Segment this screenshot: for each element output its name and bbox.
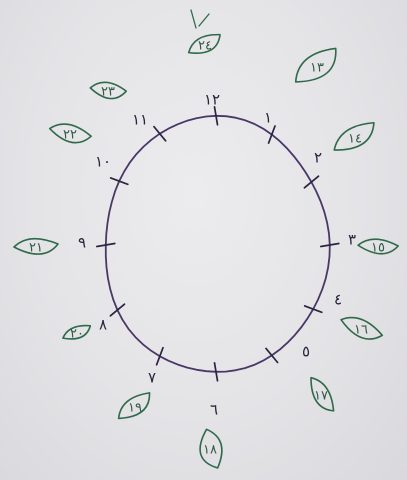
leaf-stem bbox=[191, 10, 209, 28]
hour-label: ٨ bbox=[99, 316, 107, 334]
hour-tick bbox=[305, 306, 322, 312]
hour-tick bbox=[266, 348, 278, 362]
leaf-label: ٢١ bbox=[29, 241, 43, 256]
leaf-label: ١٦ bbox=[354, 323, 368, 338]
leaf-label: ١٩ bbox=[128, 401, 142, 416]
hour-label: ٢ bbox=[314, 149, 322, 167]
hour-tick bbox=[157, 348, 163, 365]
leaf-label: ٢٣ bbox=[101, 85, 115, 100]
hour-label: ١٠ bbox=[95, 153, 111, 171]
hour-label: ٣ bbox=[348, 231, 356, 249]
leaf-label: ١٣ bbox=[310, 61, 324, 76]
leaf-label: ١٨ bbox=[203, 443, 217, 458]
hour-tick bbox=[304, 176, 318, 188]
leaf-label: ١٤ bbox=[348, 132, 362, 147]
hour-label: ١ bbox=[264, 109, 272, 127]
hour-label: ١٢ bbox=[204, 91, 220, 109]
hour-label: ٧ bbox=[148, 369, 156, 387]
clock-circle bbox=[106, 116, 330, 372]
hour-tick bbox=[154, 127, 166, 141]
hour-tick bbox=[110, 304, 124, 316]
hour-label: ٥ bbox=[302, 343, 310, 361]
leaf-label: ٢٤ bbox=[198, 39, 212, 54]
hour-label: ٦ bbox=[210, 401, 218, 419]
hour-tick bbox=[269, 126, 275, 143]
leaf-label: ٢٠ bbox=[70, 327, 84, 342]
leaf-label: ١٧ bbox=[314, 389, 328, 404]
hour-label: ١١ bbox=[132, 111, 148, 129]
hour-label: ٩ bbox=[78, 234, 86, 252]
leaf-label: ٢٢ bbox=[63, 128, 77, 143]
hour-label: ٤ bbox=[334, 291, 342, 309]
leaf-label: ١٥ bbox=[371, 241, 385, 256]
